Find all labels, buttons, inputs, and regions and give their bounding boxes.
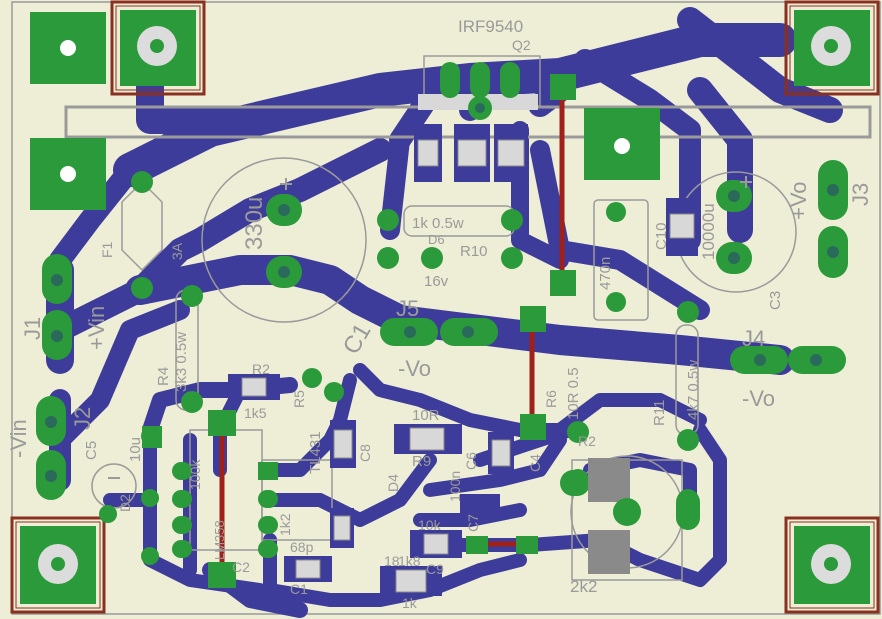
label-c5: C5 xyxy=(83,441,100,460)
label-j2: J2 xyxy=(70,407,95,430)
smd-r-1k xyxy=(380,566,442,596)
smd-r4 xyxy=(330,508,354,548)
label-j4: J4 xyxy=(742,326,765,351)
label-r-1k5: 1k5 xyxy=(244,405,267,421)
label-minus-vo-mid: -Vo xyxy=(398,356,431,381)
polarity-marks xyxy=(108,176,752,479)
th-pads xyxy=(36,62,848,588)
label-r-1k8: 1k8 xyxy=(398,553,421,569)
label-q2-ref: Q2 xyxy=(512,37,531,53)
smd-c8 xyxy=(330,420,356,468)
smd-c-right-top xyxy=(494,124,528,182)
label-r-1k2: 1k2 xyxy=(277,513,293,536)
smd-parts xyxy=(228,94,698,596)
label-r6: R6 xyxy=(543,390,559,408)
label-c-330u: 330u xyxy=(241,197,268,250)
label-r-2k2: 2k2 xyxy=(570,577,597,596)
mount-top-right xyxy=(784,0,880,96)
smd-c-mid-top xyxy=(454,124,490,182)
label-r4: R4 xyxy=(155,367,172,386)
label-f1-ref: F1 xyxy=(99,241,115,258)
label-f1-val: 3A xyxy=(169,242,185,260)
smd-c6 xyxy=(460,494,500,518)
label-r2: R2 xyxy=(252,361,270,377)
label-plus-vin: +Vin xyxy=(84,306,109,350)
label-c4: C4 xyxy=(527,454,543,472)
label-minus-vin: -Vin xyxy=(6,419,31,458)
smd-c-left-top xyxy=(414,124,442,182)
label-j1: J1 xyxy=(20,317,45,340)
label-c-bottom: C1 xyxy=(290,581,308,597)
silkscreen-labels: IRF9540 Q2 F1 3A 330u 1k 0.5w D6 R10 16v… xyxy=(6,17,873,611)
label-c7: C7 xyxy=(465,514,481,532)
label-r-3k3: 3k3 0.5w xyxy=(173,332,190,392)
label-q2-part: IRF9540 xyxy=(458,17,523,36)
label-z-16v: 16v xyxy=(424,273,449,290)
mount-top-left xyxy=(110,0,206,96)
smd-c10 xyxy=(666,198,698,256)
label-plus-vo: +Vo xyxy=(786,181,811,220)
label-r-10r-05: 10R 0.5 xyxy=(565,367,582,420)
smd-c-68p xyxy=(284,556,332,582)
label-r-1k: 1k 0.5w xyxy=(412,215,464,232)
label-n-18: 18 xyxy=(384,553,400,569)
label-r-10r: 10R xyxy=(412,407,440,424)
label-d4: D4 xyxy=(385,474,401,492)
square-pads xyxy=(30,12,660,210)
label-r9: R9 xyxy=(412,453,431,470)
label-d2: D2 xyxy=(117,494,133,512)
mount-bottom-left xyxy=(10,516,106,614)
label-r2-right: R2 xyxy=(578,433,596,449)
mounting-holes xyxy=(10,0,880,614)
label-r-10k: 10k xyxy=(418,517,442,533)
label-minus-vo-right: -Vo xyxy=(742,386,775,411)
label-c3: C3 xyxy=(767,291,784,310)
label-r-100n: 100n xyxy=(447,471,463,502)
label-r5: R5 xyxy=(291,390,307,408)
label-c9: C9 xyxy=(426,561,444,577)
label-c6: C6 xyxy=(463,452,479,470)
label-c-470n: 470n xyxy=(597,257,614,290)
label-r-100k: 100k xyxy=(187,459,203,490)
label-r-68p: 68p xyxy=(290,539,314,555)
label-r10: R10 xyxy=(460,243,488,260)
label-c-10000u: 10000u xyxy=(699,203,718,260)
smd-c9 xyxy=(410,530,462,558)
mount-bottom-right xyxy=(784,516,880,614)
smd-c4 xyxy=(488,432,514,474)
smd-r9 xyxy=(394,424,462,454)
label-tl431: TL431 xyxy=(307,431,324,474)
label-d6: D6 xyxy=(428,232,445,247)
label-r-4k7-05: 4k7 0.5w xyxy=(685,360,702,420)
label-ic-lm: LM358 xyxy=(212,520,227,560)
label-r11: R11 xyxy=(651,400,668,426)
label-j3: J3 xyxy=(848,183,873,206)
pot-pads xyxy=(588,458,641,574)
label-c10: C10 xyxy=(653,222,670,250)
label-r-1k-bottom: 1k xyxy=(402,595,418,611)
label-c8: C8 xyxy=(357,444,373,462)
smd-r5 xyxy=(228,374,280,400)
label-j5: J5 xyxy=(396,296,419,321)
label-c-10u: 10u xyxy=(127,437,144,462)
label-c2: C2 xyxy=(232,559,250,575)
